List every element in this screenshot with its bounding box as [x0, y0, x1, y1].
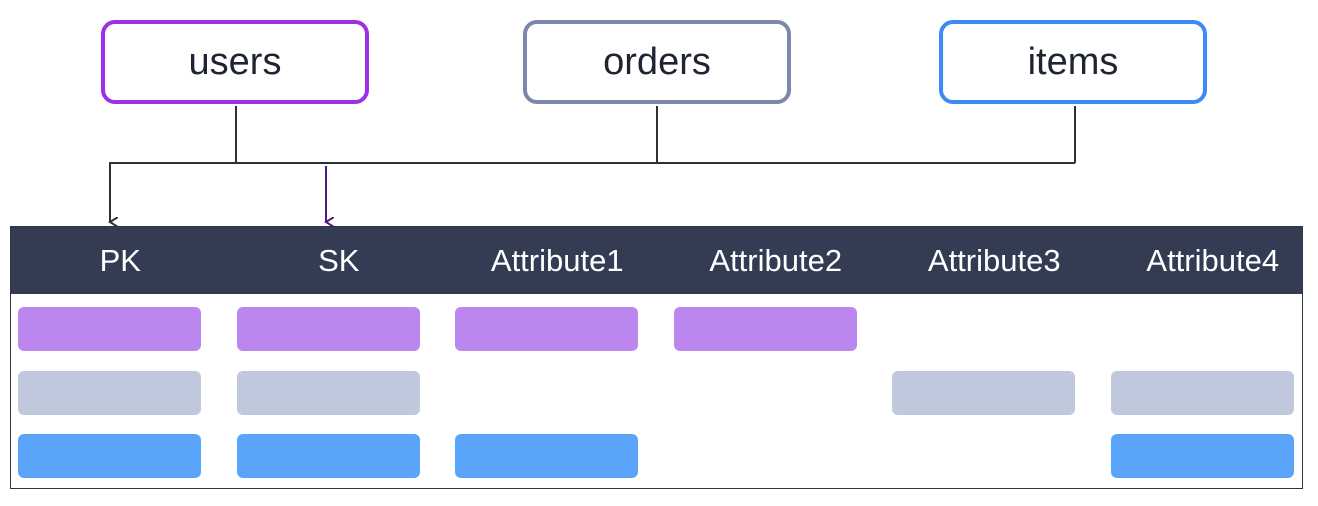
table-cell-orders-pk — [18, 370, 201, 415]
entity-items-label: items — [1027, 40, 1119, 83]
entity-orders-box: orders — [523, 20, 791, 104]
table-cell-users-sk — [236, 307, 420, 351]
table-header: PK SK Attribute1 Attribute2 Attribute3 A… — [11, 227, 1302, 294]
table-cell-users-attribute1 — [455, 307, 638, 351]
table-cell-items-pk — [18, 434, 201, 478]
column-header-attribute2: Attribute2 — [709, 242, 843, 278]
table-cell-items-sk — [236, 434, 420, 478]
single-table: PK SK Attribute1 Attribute2 Attribute3 A… — [10, 226, 1303, 489]
table-cell-orders-attribute4 — [1110, 370, 1294, 415]
column-header-pk: PK — [99, 242, 141, 278]
table-cell-orders-sk — [236, 370, 420, 415]
entity-items-box: items — [939, 20, 1207, 104]
table-cell-orders-attribute3 — [892, 370, 1075, 415]
column-header-attribute1: Attribute1 — [490, 242, 624, 278]
table-cell-users-pk — [18, 307, 201, 351]
table-cell-items-attribute4 — [1110, 434, 1294, 478]
entity-users-label: users — [188, 40, 282, 83]
table-cell-users-attribute2 — [673, 307, 857, 351]
column-header-attribute4: Attribute4 — [1146, 242, 1280, 278]
entity-orders-label: orders — [603, 40, 711, 83]
column-header-sk: SK — [318, 242, 360, 278]
table-cell-items-attribute1 — [455, 434, 638, 478]
entity-users-box: users — [101, 20, 369, 104]
column-header-attribute3: Attribute3 — [927, 242, 1061, 278]
